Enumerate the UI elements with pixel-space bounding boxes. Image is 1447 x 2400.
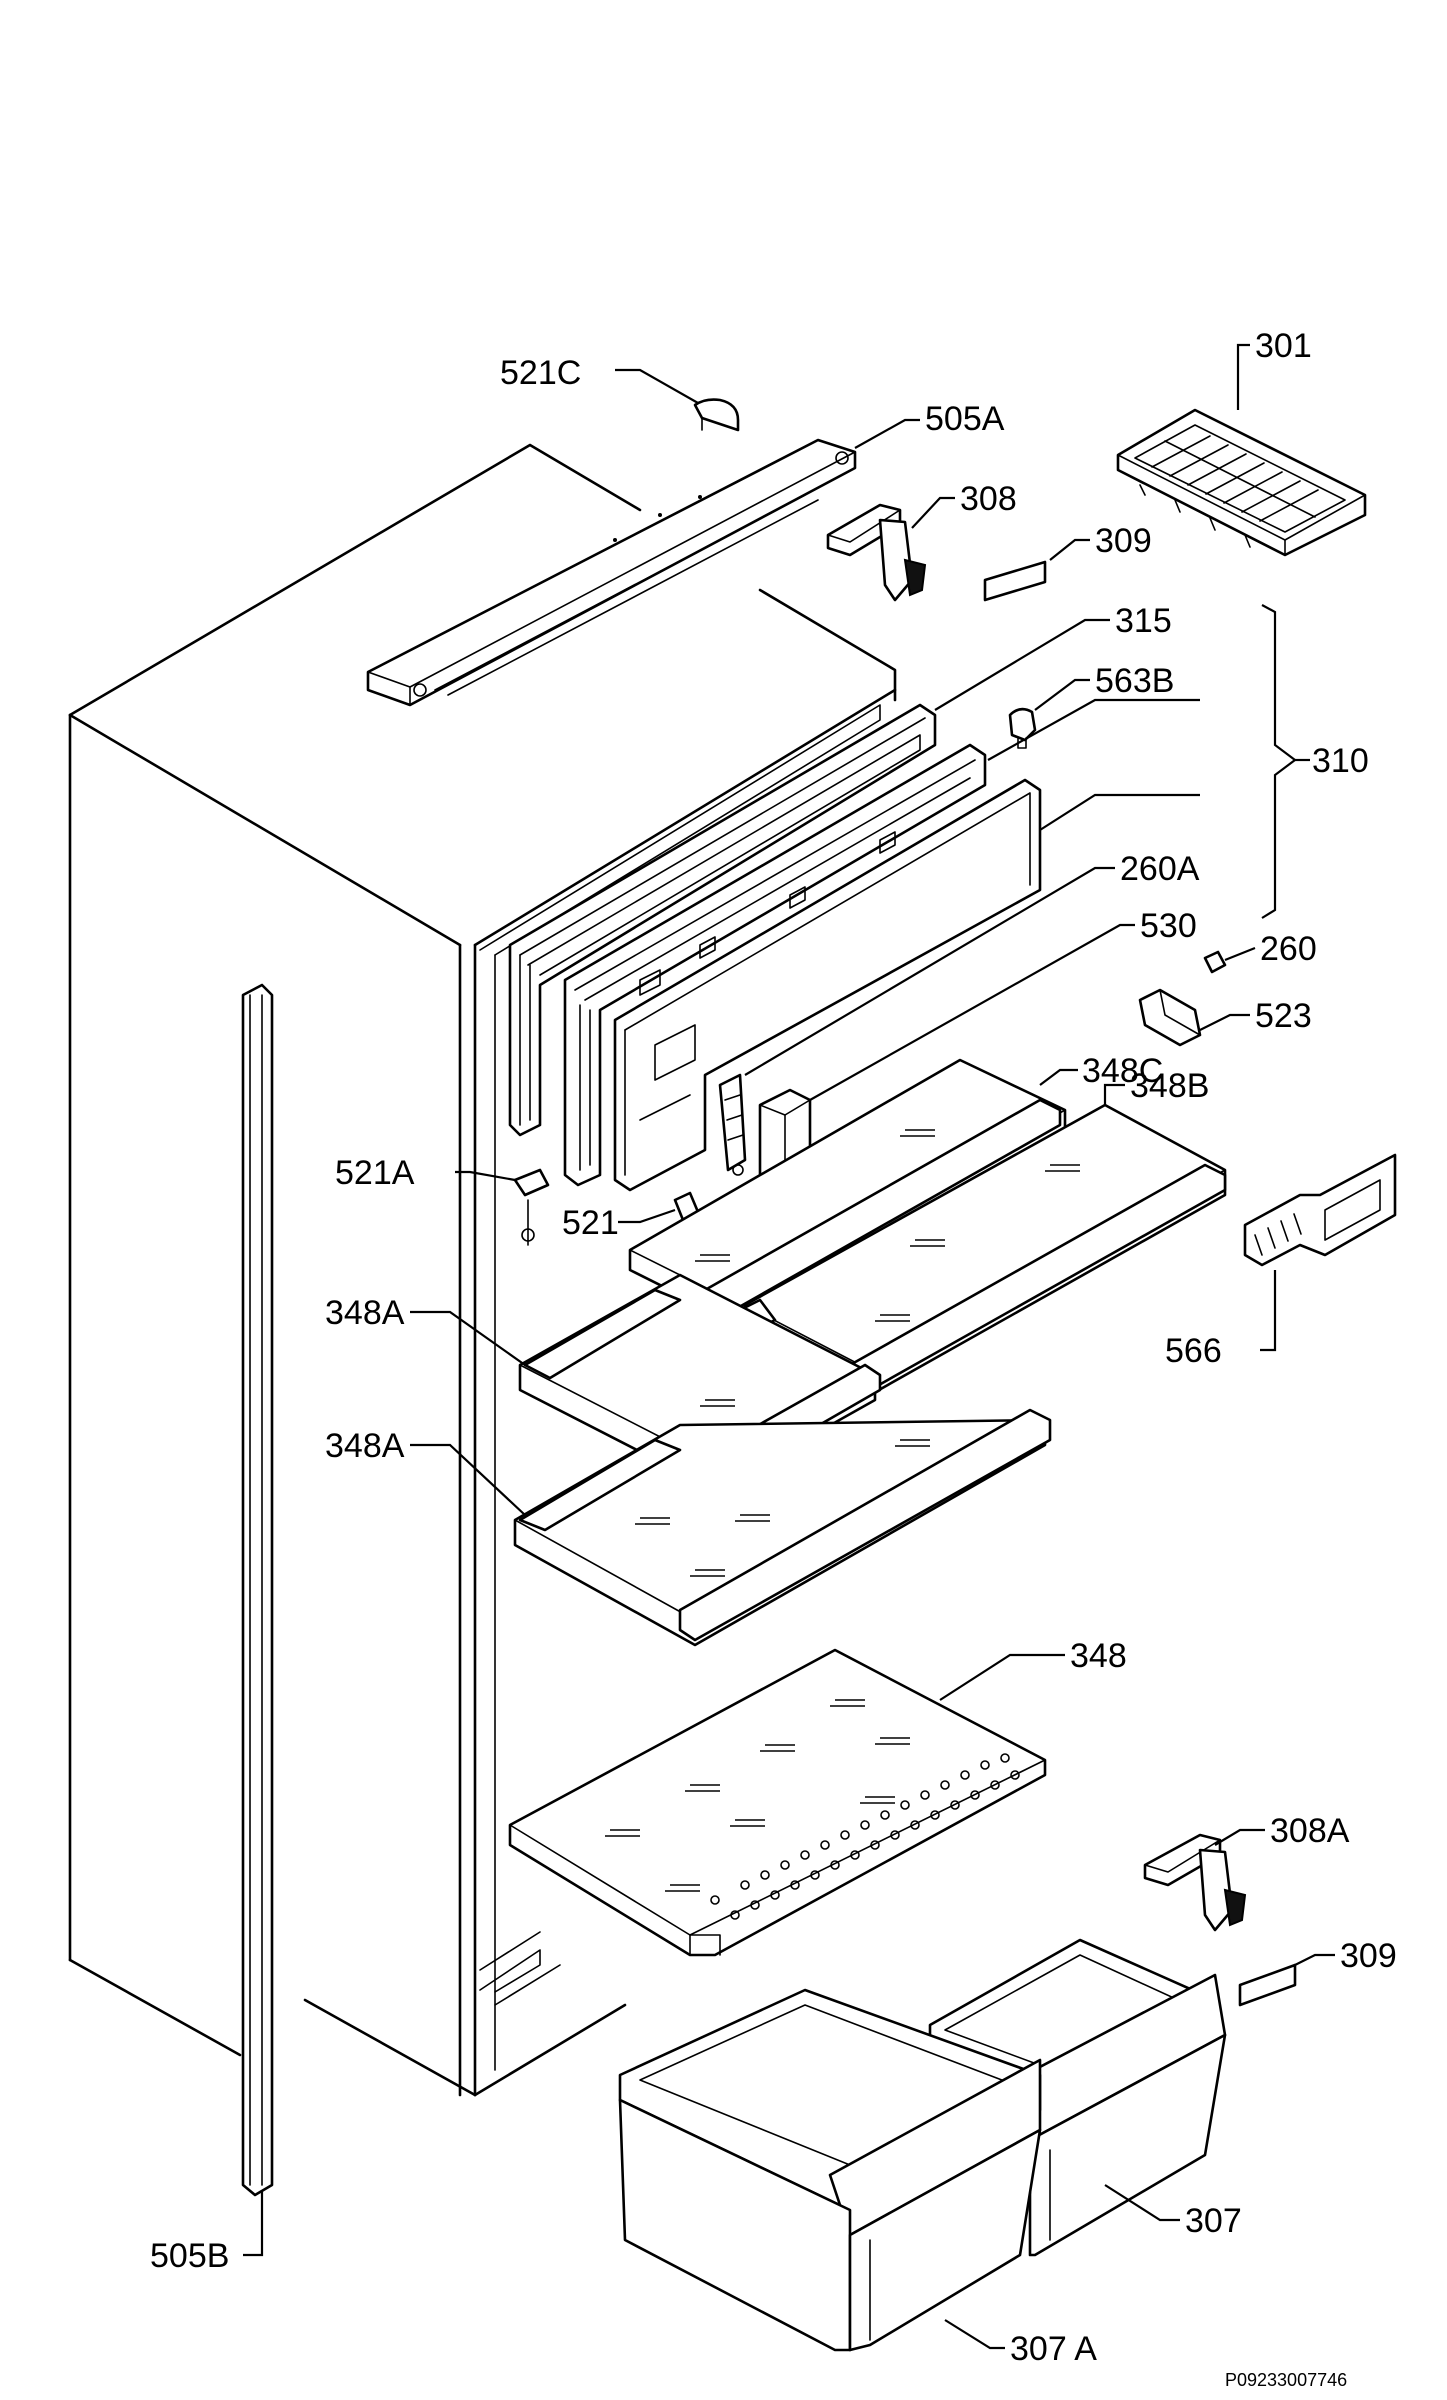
part-309-label-top	[983, 538, 1090, 602]
part-labels: 301 505A 521C 308 309 315 563B 310 260A …	[150, 327, 1397, 2390]
part-308a-hinge	[1143, 1828, 1265, 1932]
cabinet-body	[68, 443, 897, 2097]
label-308: 308	[960, 480, 1017, 518]
label-315: 315	[1115, 602, 1172, 640]
label-566: 566	[1165, 1332, 1222, 1370]
label-505a: 505A	[925, 400, 1005, 438]
label-301: 301	[1255, 327, 1312, 365]
vent-holes	[710, 1753, 1020, 1920]
part-308-hinge	[826, 496, 955, 602]
label-563b: 563B	[1095, 662, 1174, 700]
part-260a-clip	[718, 866, 1115, 1176]
part-566-scraper	[1243, 1153, 1397, 1352]
strip-505a	[366, 418, 920, 707]
label-307: 307	[1185, 2202, 1242, 2240]
part-521a	[455, 1168, 550, 1246]
label-260a: 260A	[1120, 850, 1200, 888]
part-315-door-frame	[508, 618, 1110, 1137]
label-348c: 348C	[1082, 1052, 1163, 1090]
part-523	[1138, 988, 1250, 1047]
part-563b	[1008, 678, 1090, 749]
label-348b: 348B	[1130, 1067, 1209, 1105]
label-309-bottom: 309	[1340, 1937, 1397, 1975]
label-309-top: 309	[1095, 522, 1152, 560]
label-348: 348	[1070, 1637, 1127, 1675]
label-530: 530	[1140, 907, 1197, 945]
label-521a: 521A	[335, 1154, 415, 1192]
label-521: 521	[562, 1204, 619, 1242]
label-307a: 307 A	[1010, 2330, 1097, 2368]
shelf-348a-lower	[410, 1408, 1052, 1647]
label-505b: 505B	[150, 2237, 229, 2275]
label-308a: 308A	[1270, 1812, 1350, 1850]
label-348a-lower: 348A	[325, 1427, 405, 1465]
shelf-348	[508, 1648, 1065, 1957]
label-523: 523	[1255, 997, 1312, 1035]
bracket-310	[1261, 604, 1310, 919]
label-310: 310	[1312, 742, 1369, 780]
part-310-door-inner	[563, 698, 1200, 1187]
strip-505b	[241, 983, 274, 2257]
label-348a-upper: 348A	[325, 1294, 405, 1332]
label-521c: 521C	[500, 354, 581, 392]
part-260	[1203, 946, 1256, 974]
label-260: 260	[1260, 930, 1317, 968]
part-310-panel	[613, 778, 1200, 1192]
part-309-label-bottom	[1238, 1953, 1335, 2007]
part-301-ice-tray	[1116, 343, 1367, 557]
part-521c	[615, 368, 740, 432]
bin-307a	[618, 1988, 1042, 2352]
drawing-code: P09233007746	[1225, 2370, 1347, 2390]
